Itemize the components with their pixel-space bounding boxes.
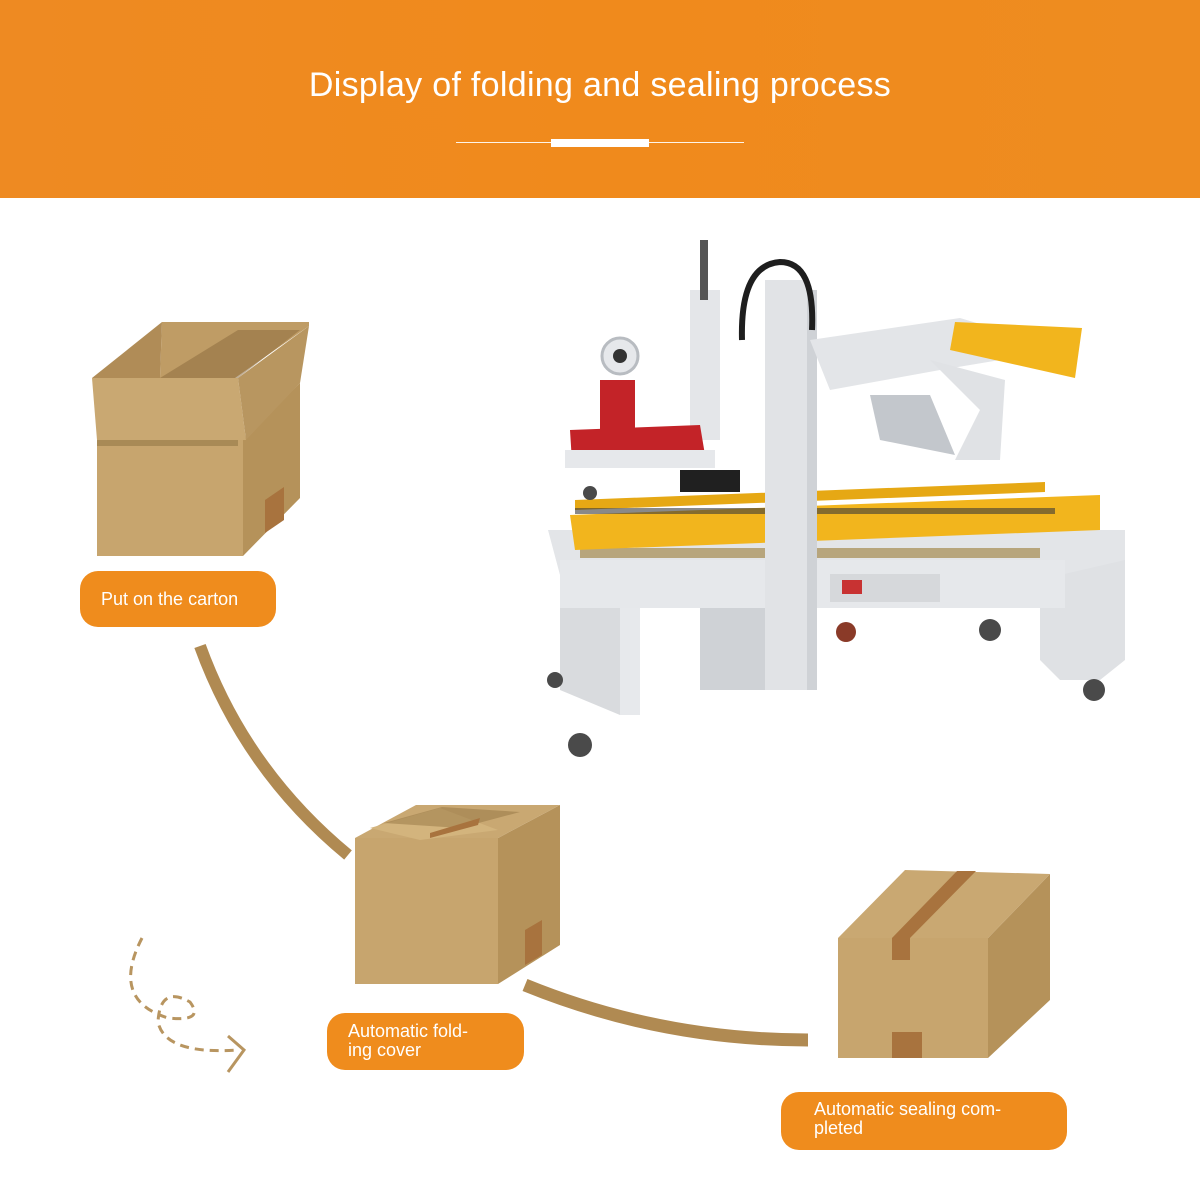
open-carton-icon [92,322,309,556]
step-3-text-line2: pleted [814,1118,864,1138]
sealed-carton-icon [838,870,1050,1058]
connector-path-1 [194,643,352,860]
page-title: Display of folding and sealing process [308,66,892,104]
connector-path-2 [522,978,809,1047]
header-banner: Display of folding and sealing process [0,0,1200,198]
step-label-sealing-completed: Automatic sealing com- pleted [781,1092,1067,1150]
step-2-text-line1: Automatic fold- [348,1021,469,1041]
step-label-automatic-folding: Automatic fold- ing cover [327,1013,524,1070]
case-sealing-machine [547,240,1125,757]
step-1-text: Put on the carton [101,589,239,609]
step-2-text-line2: ing cover [348,1040,422,1060]
step-3-text-line1: Automatic sealing com- [814,1099,1002,1119]
dashed-arrow-icon [129,937,247,1073]
folding-carton-icon [355,805,560,984]
title-accent-bar [551,139,649,147]
step-label-put-on-carton: Put on the carton [80,571,276,627]
machine-wheels [547,486,1105,757]
